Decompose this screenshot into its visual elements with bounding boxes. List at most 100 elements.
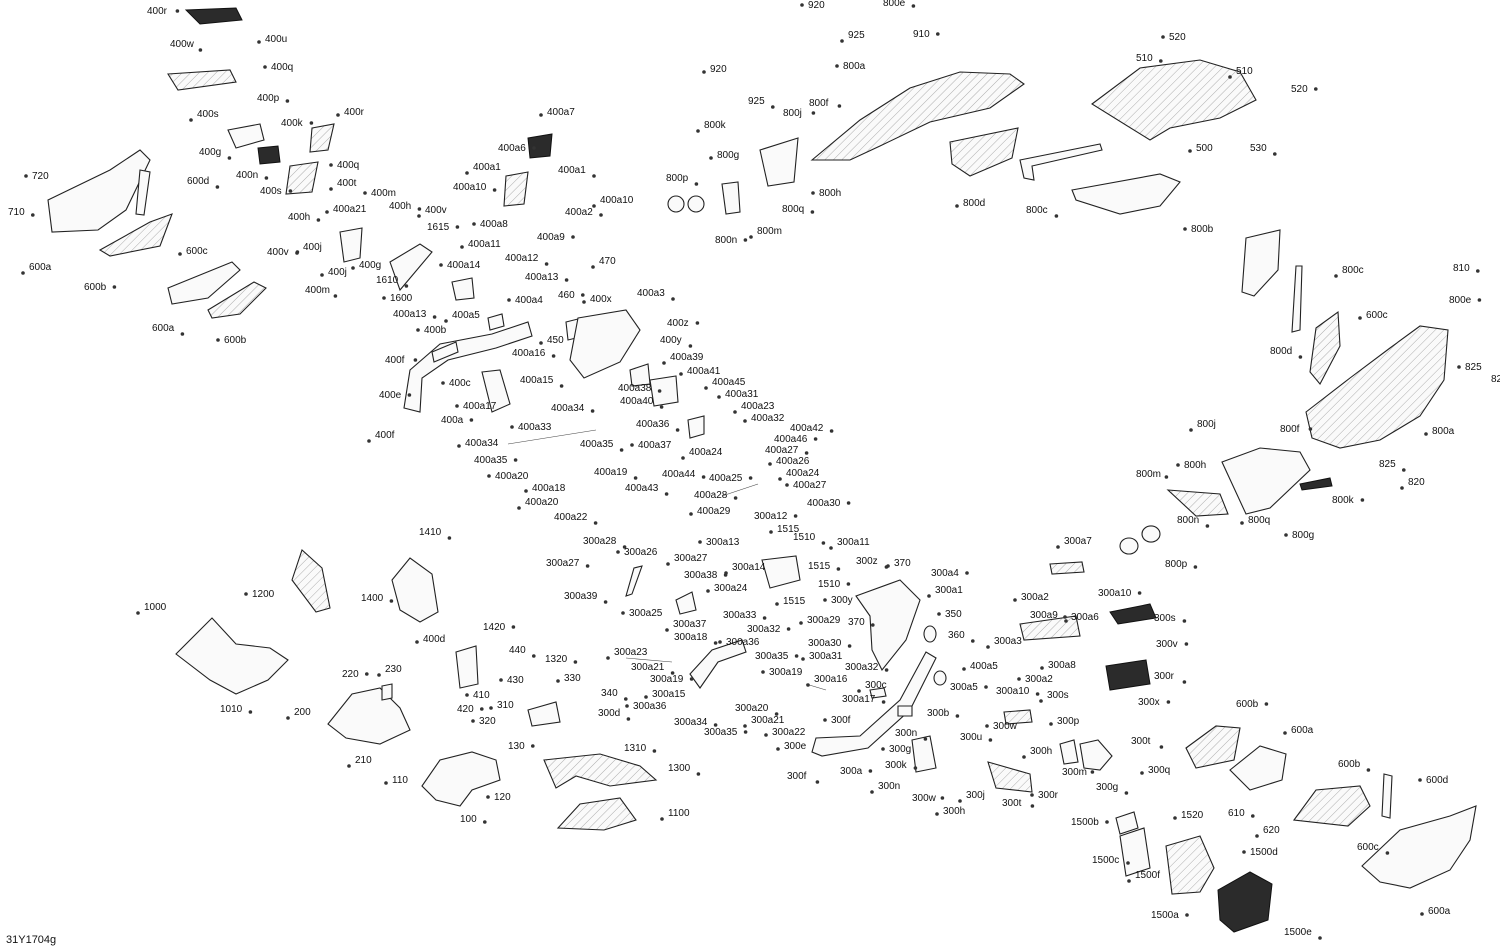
fastener-marker	[1173, 816, 1177, 820]
part-callout-1600: 1600	[390, 293, 413, 304]
part-callout-520: 520	[1169, 32, 1186, 43]
part-callout-400a27: 400a27	[793, 480, 827, 491]
fastener-marker	[927, 594, 931, 598]
part-callout-800p: 800p	[1165, 559, 1188, 570]
fastener-marker	[1385, 851, 1390, 855]
fastener-marker	[743, 419, 747, 423]
part-callout-300t: 300t	[1131, 736, 1151, 747]
part-callout-400a34: 400a34	[551, 403, 585, 414]
rod-400a33	[507, 429, 597, 445]
fastener-marker	[881, 700, 886, 704]
part-callout-400a1: 400a1	[473, 162, 501, 173]
panel-600b-lower-right-2	[1292, 785, 1371, 827]
part-callout-300a14: 300a14	[732, 562, 766, 573]
part-callout-400f: 400f	[385, 355, 405, 366]
fastener-marker	[465, 171, 469, 175]
fastener-marker	[1189, 428, 1193, 432]
part-callout-600c: 600c	[1357, 842, 1379, 853]
fastener-marker	[415, 640, 419, 644]
fastener-marker	[870, 790, 874, 794]
fastener-marker	[840, 39, 844, 43]
part-callout-1500d: 1500d	[1250, 847, 1278, 858]
fastener-marker	[507, 298, 511, 302]
fastener-marker	[1308, 427, 1313, 431]
tray-200	[327, 687, 411, 745]
part-callout-100: 100	[460, 814, 477, 825]
fastener-marker	[799, 621, 803, 625]
fastener-marker	[774, 712, 779, 716]
footpeg-part	[257, 145, 281, 165]
fastener-marker	[469, 418, 474, 422]
fastener-marker	[955, 714, 960, 718]
part-callout-400m: 400m	[371, 188, 396, 199]
fastener-marker	[603, 600, 608, 604]
fastener-marker	[937, 612, 941, 616]
part-callout-400u: 400u	[265, 34, 287, 45]
part-callout-1610: 1610	[376, 275, 399, 286]
box-1500b	[1115, 811, 1139, 835]
part-callout-400a7: 400a7	[547, 107, 575, 118]
fastener-marker	[786, 627, 791, 631]
part-callout-1515: 1515	[808, 561, 831, 572]
linkage-300a15	[689, 639, 747, 689]
fastener-marker	[288, 189, 293, 193]
part-callout-300a10: 300a10	[1098, 588, 1132, 599]
cover-800a-right	[1305, 325, 1449, 449]
fastener-marker	[813, 437, 818, 441]
fastener-marker	[794, 654, 799, 658]
strip-600d-lower-right	[1381, 773, 1393, 819]
part-callout-460: 460	[558, 290, 575, 301]
box-1500a	[1165, 835, 1215, 895]
part-callout-800h: 800h	[1184, 460, 1206, 471]
step-arm-400a	[403, 321, 533, 413]
part-callout-600a: 600a	[1428, 906, 1451, 917]
part-callout-800k: 800k	[1332, 495, 1355, 506]
part-callout-400a45: 400a45	[712, 377, 746, 388]
part-callout-400a16: 400a16	[512, 348, 546, 359]
fastener-marker	[622, 545, 627, 549]
part-callout-400a4: 400a4	[515, 295, 543, 306]
fastener-marker	[749, 235, 753, 239]
part-callout-800g: 800g	[1292, 530, 1314, 541]
fastener-marker	[1264, 702, 1269, 706]
part-callout-400a: 400a	[441, 415, 464, 426]
part-callout-800m: 800m	[1136, 469, 1161, 480]
bracket-300k	[911, 735, 937, 773]
part-callout-1500f: 1500f	[1135, 870, 1160, 881]
fastener-marker	[800, 3, 804, 7]
fastener-marker	[884, 565, 889, 569]
panel-600b-lower-right	[1185, 725, 1241, 769]
part-callout-400z: 400z	[667, 318, 689, 329]
fastener-marker	[657, 389, 662, 393]
part-callout-1515: 1515	[777, 524, 800, 535]
part-callout-825: 825	[1465, 362, 1482, 373]
part-callout-300f: 300f	[831, 715, 851, 726]
fastener-marker	[671, 297, 675, 301]
part-callout-800j: 800j	[783, 108, 802, 119]
fastener-marker	[556, 679, 560, 683]
fastener-marker	[510, 425, 514, 429]
part-callout-400e: 400e	[379, 390, 402, 401]
fastener-marker	[633, 476, 638, 480]
part-callout-330: 330	[564, 673, 581, 684]
part-group-front-cover	[667, 59, 1257, 215]
trim-strip-part	[135, 169, 151, 216]
part-callout-925: 925	[748, 96, 765, 107]
fastener-marker	[571, 235, 575, 239]
part-callout-370: 370	[894, 558, 911, 569]
part-callout-300a36: 300a36	[633, 701, 667, 712]
bracket-400a14	[451, 277, 475, 301]
part-callout-400a30: 400a30	[807, 498, 841, 509]
fastener-marker	[309, 121, 314, 125]
fastener-marker	[1476, 269, 1480, 273]
fastener-marker	[1402, 468, 1406, 472]
fastener-marker	[988, 738, 993, 742]
fastener-marker	[499, 678, 503, 682]
part-callout-300s: 300s	[1154, 613, 1176, 624]
grille-cover-part	[184, 7, 243, 25]
part-callout-300k: 300k	[885, 760, 908, 771]
bracket-300d	[527, 701, 561, 727]
part-callout-400a19: 400a19	[594, 467, 628, 478]
part-callout-300j: 300j	[966, 790, 985, 801]
fastener-marker	[718, 640, 722, 644]
